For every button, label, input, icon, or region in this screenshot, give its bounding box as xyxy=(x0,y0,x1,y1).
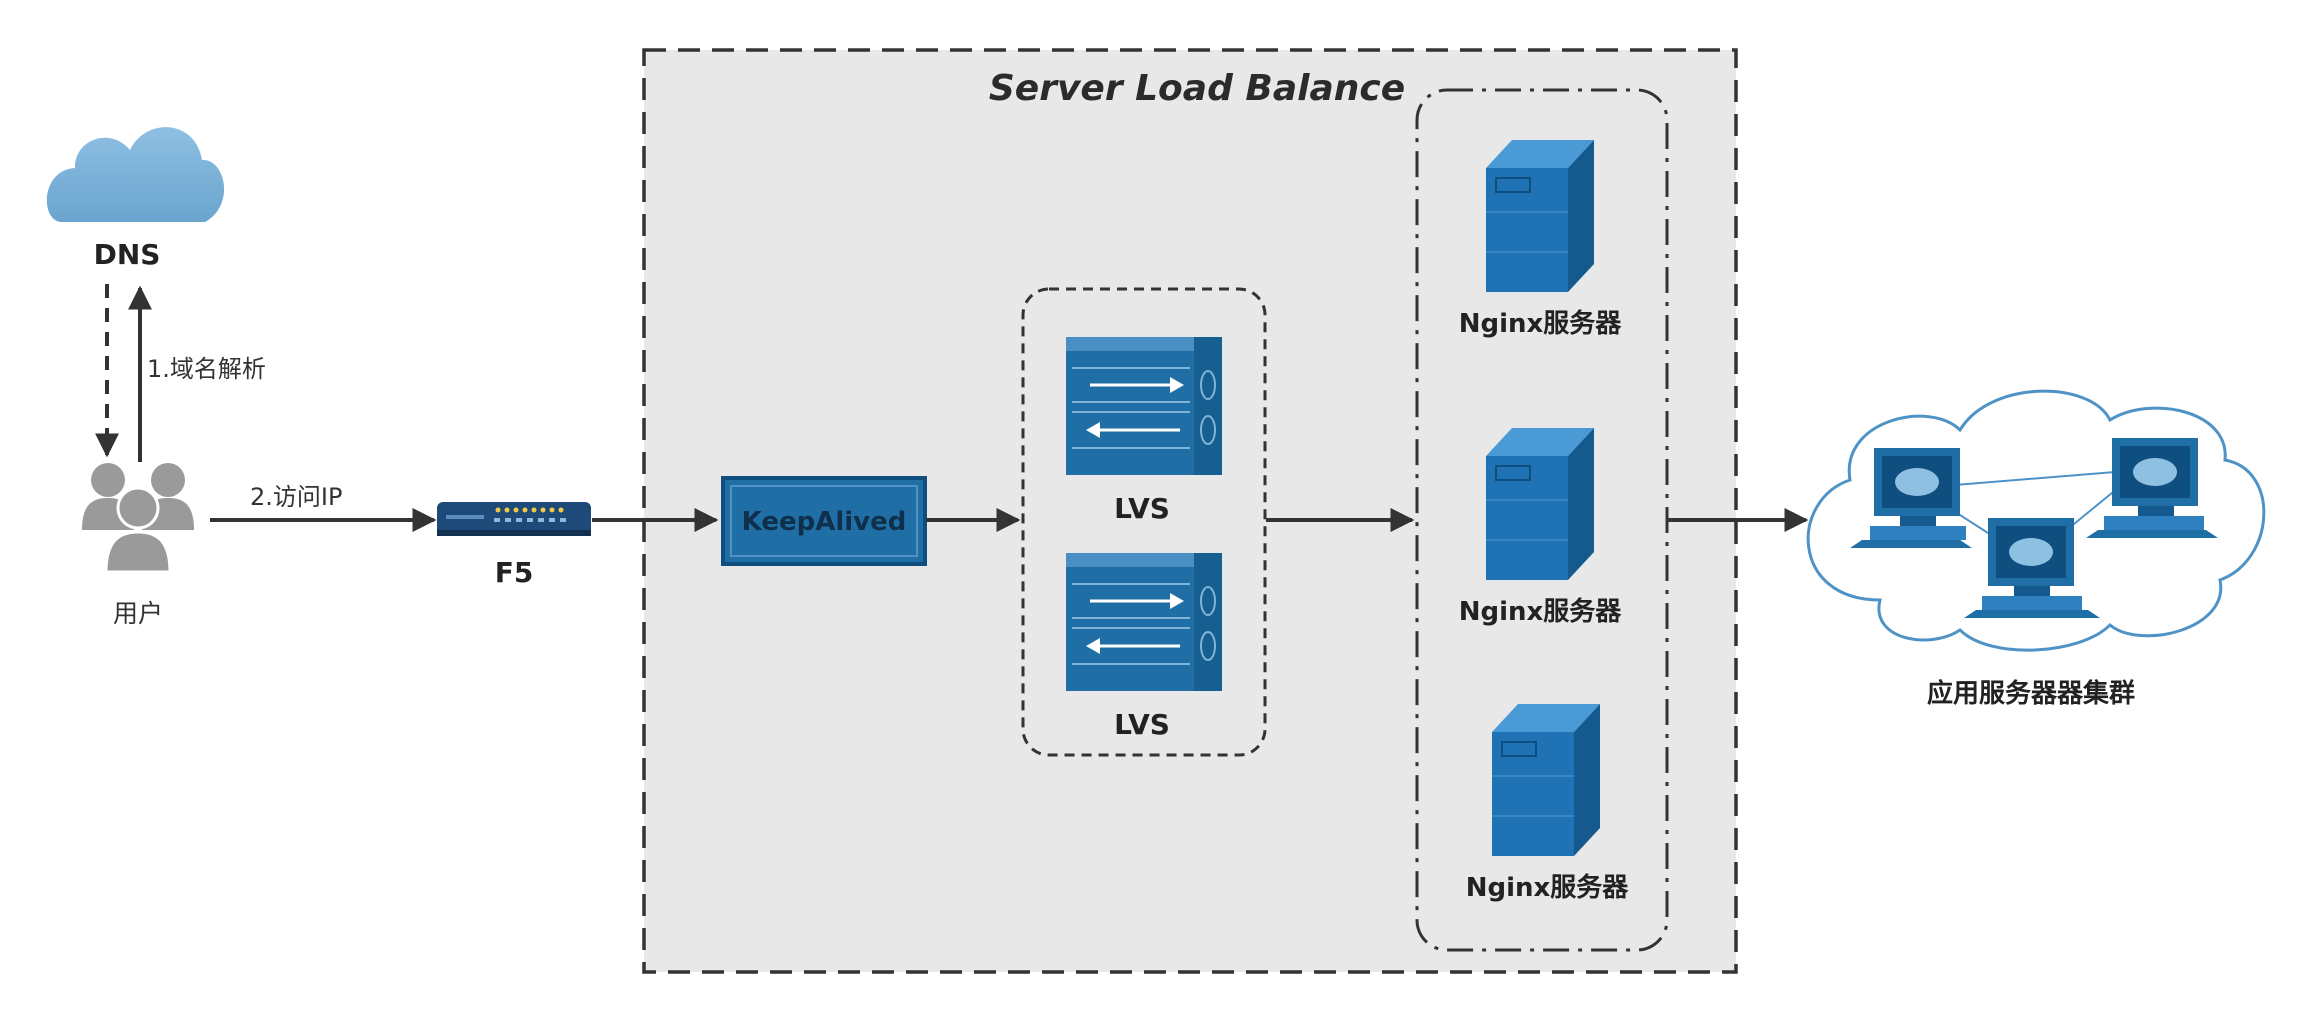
computer-icon xyxy=(1850,448,1972,548)
computer-icon xyxy=(2086,438,2218,538)
nginx-1-label: Nginx服务器 xyxy=(1459,309,1623,339)
user-node: 用户 xyxy=(82,463,194,628)
computer-network-cloud-icon xyxy=(1806,389,2266,652)
keepalived-label: KeepAlived xyxy=(742,507,907,537)
dns-node: DNS xyxy=(46,127,225,271)
app-cluster-label: 应用服务器器集群 xyxy=(1927,678,2135,709)
f5-label: F5 xyxy=(495,556,534,589)
router-icon xyxy=(437,502,591,536)
keepalived-node: KeepAlived xyxy=(721,476,927,566)
diagram-title: Server Load Balance xyxy=(989,68,1405,109)
computer-icon xyxy=(1964,518,2100,618)
server-tower-icon xyxy=(1486,140,1594,292)
nginx-node-1: Nginx服务器 xyxy=(1459,140,1623,339)
nginx-2-label: Nginx服务器 xyxy=(1459,597,1623,627)
edge-visit-ip-label: 2.访问IP xyxy=(250,483,342,511)
nginx-group xyxy=(1415,88,1669,952)
app-cluster-node: 应用服务器器集群 xyxy=(1806,389,2266,709)
load-balancer-icon xyxy=(1066,337,1222,475)
server-tower-icon xyxy=(1486,428,1594,580)
users-icon xyxy=(82,463,194,574)
user-label: 用户 xyxy=(113,599,163,628)
nginx-3-label: Nginx服务器 xyxy=(1466,873,1630,903)
nginx-node-2: Nginx服务器 xyxy=(1459,428,1623,627)
f5-node: F5 xyxy=(437,502,591,589)
edge-visit-ip: 2.访问IP xyxy=(210,483,437,532)
dns-label: DNS xyxy=(94,238,161,271)
lvs-node-2: LVS xyxy=(1066,553,1222,741)
lvs-node-1: LVS xyxy=(1066,337,1222,525)
server-tower-icon xyxy=(1492,704,1600,856)
load-balancer-icon xyxy=(1066,553,1222,691)
nginx-node-3: Nginx服务器 xyxy=(1466,704,1630,903)
lvs-1-label: LVS xyxy=(1114,492,1170,525)
lvs-2-label: LVS xyxy=(1114,708,1170,741)
edge-dns-resolve-label: 1.域名解析 xyxy=(147,355,266,383)
lvs-group xyxy=(1021,287,1267,757)
cloud-icon xyxy=(46,127,225,222)
edge-dns-resolve: 1.域名解析 xyxy=(128,285,266,462)
